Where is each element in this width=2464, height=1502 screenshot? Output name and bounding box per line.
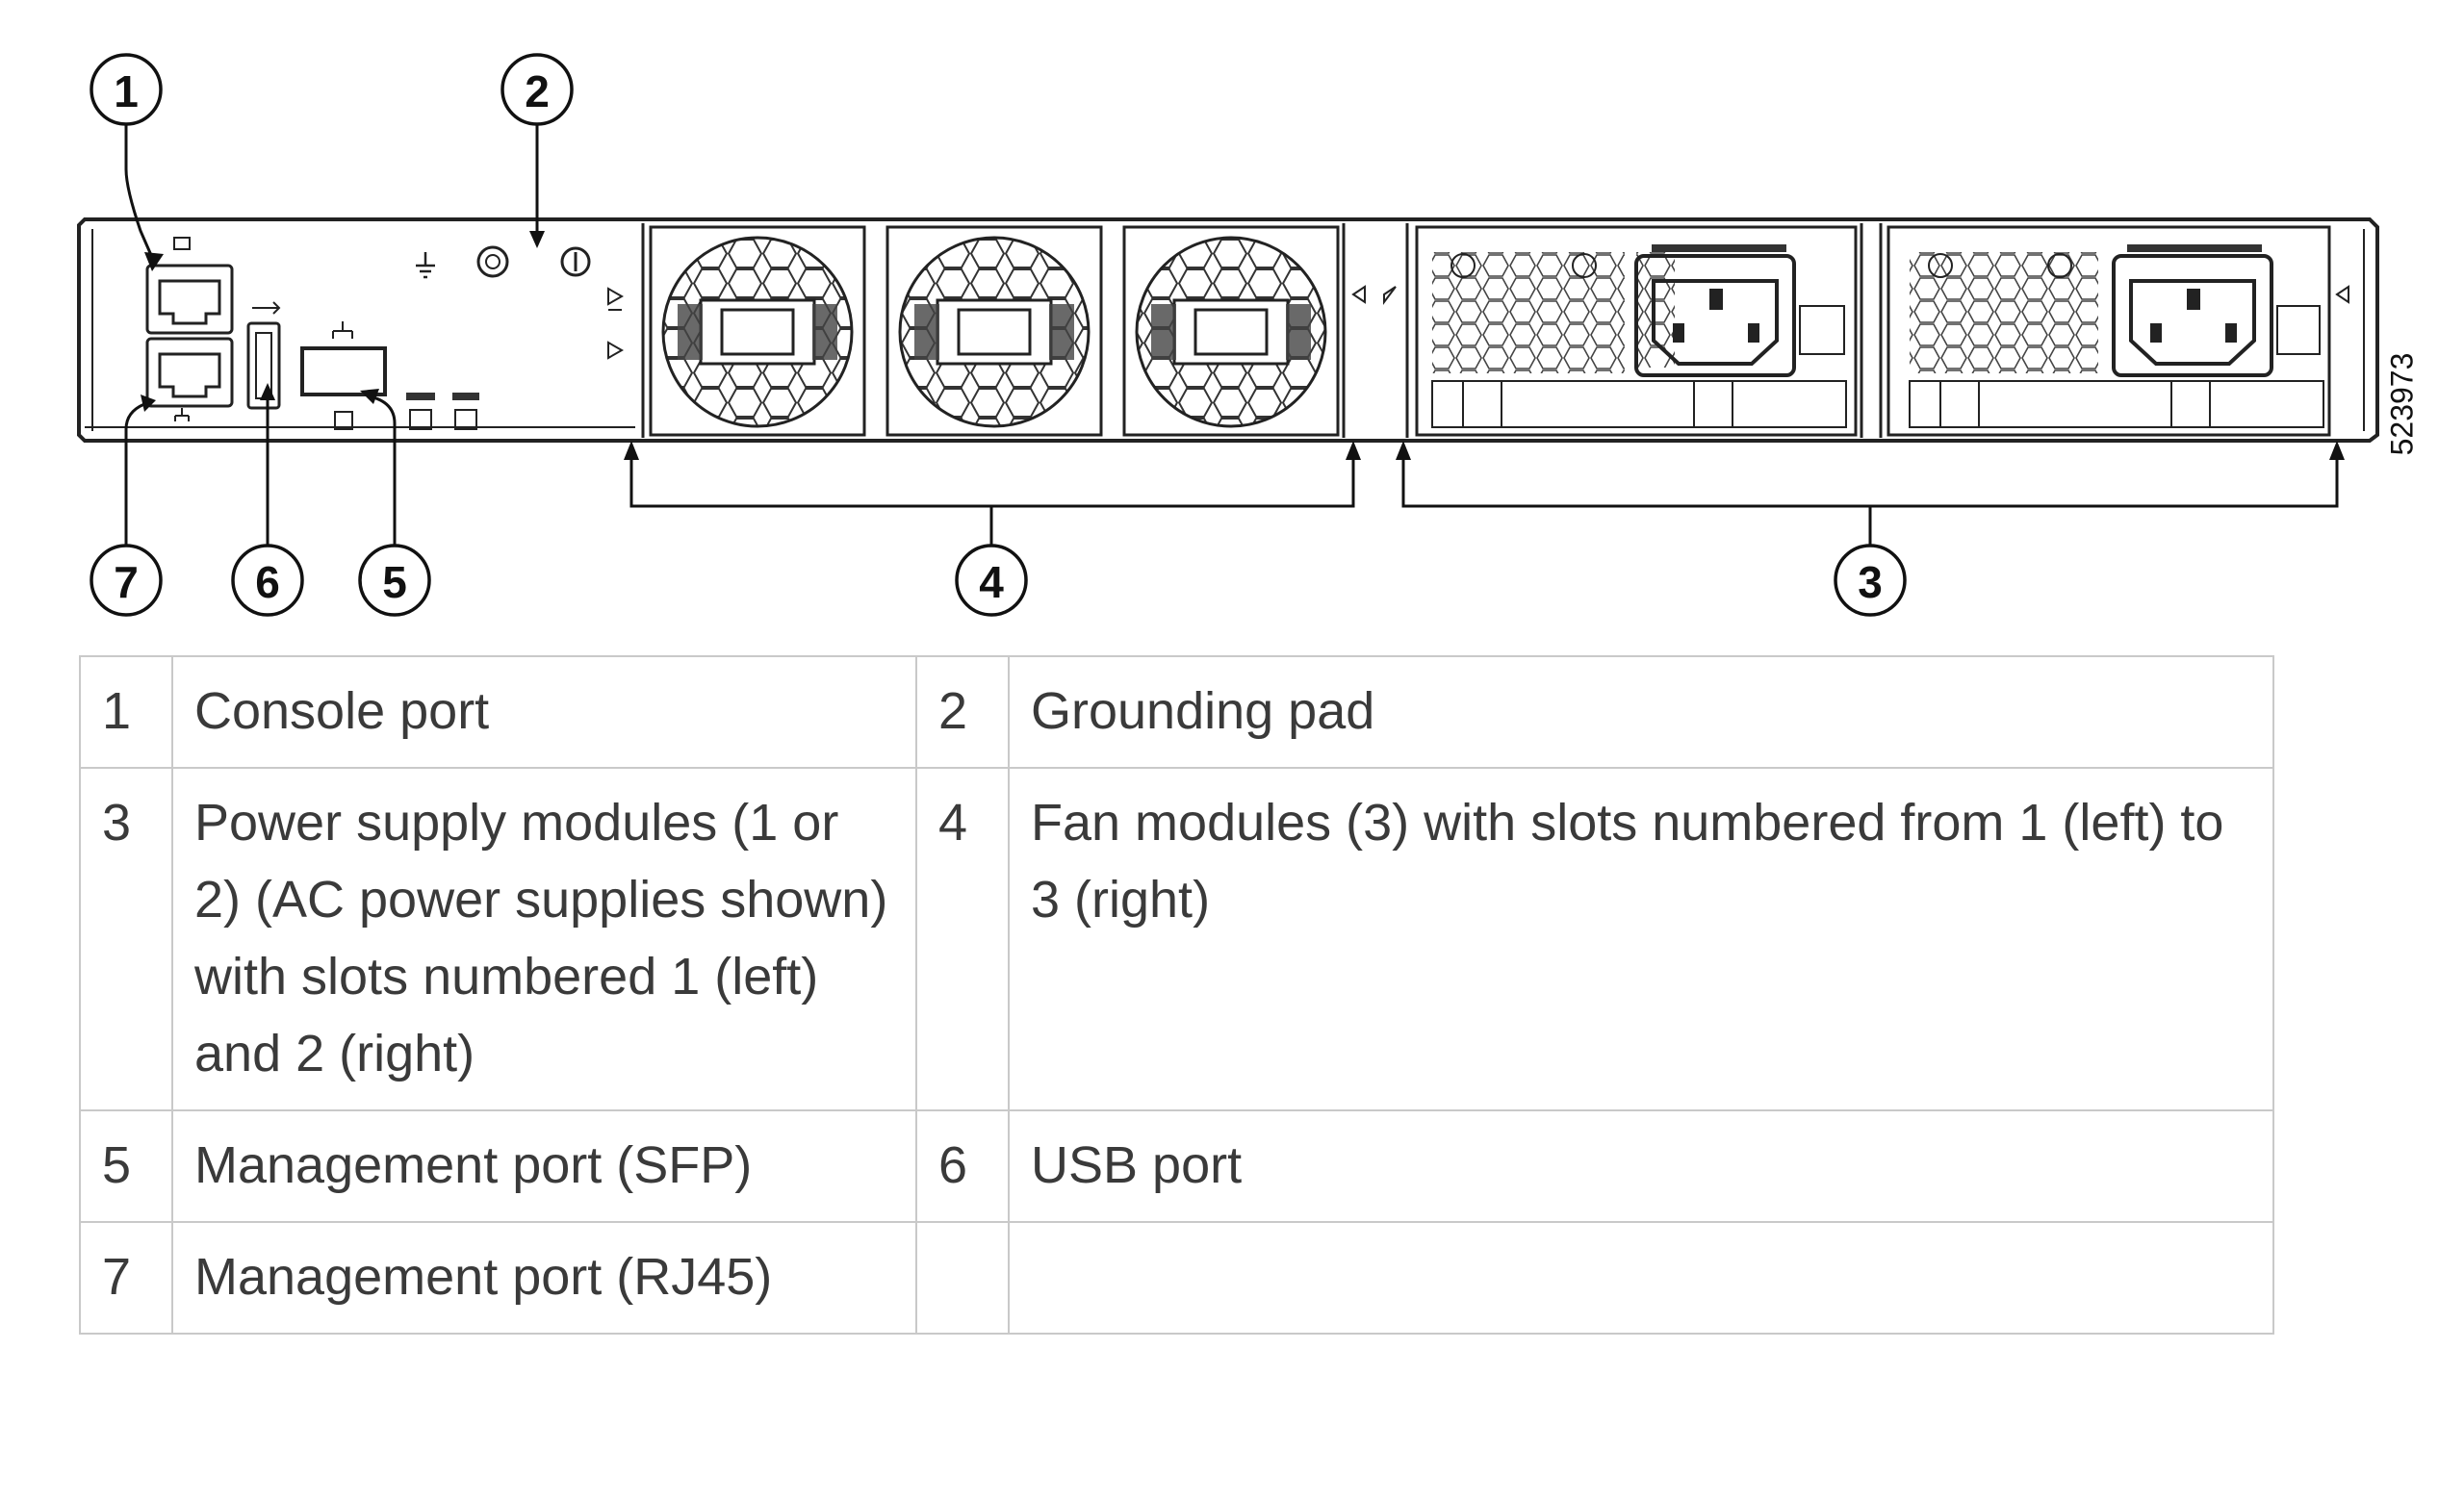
status-leds xyxy=(406,393,479,430)
management-port-sfp xyxy=(300,321,387,430)
callout-1: 1 xyxy=(90,53,163,126)
legend-number: 5 xyxy=(79,1109,173,1223)
legend-description: Grounding pad xyxy=(1008,655,2274,769)
figure-id: 523973 xyxy=(2384,352,2420,456)
switch-rear-panel-diagram: 1 2 3 4 5 6 7 xyxy=(77,53,2379,617)
legend-number: 4 xyxy=(915,767,1010,1111)
legend-description: Management port (RJ45) xyxy=(171,1221,917,1335)
legend-number: 7 xyxy=(79,1221,173,1335)
legend-description: Console port xyxy=(171,655,917,769)
legend-number: 2 xyxy=(915,655,1010,769)
legend-description: Power supply modules (1 or 2) (AC power … xyxy=(171,767,917,1111)
legend-number: 6 xyxy=(915,1109,1010,1223)
table-row: 7 Management port (RJ45) xyxy=(79,1221,2274,1335)
callout-6: 6 xyxy=(231,544,304,617)
callout-7: 7 xyxy=(90,544,163,617)
legend-number: 1 xyxy=(79,655,173,769)
legend-description xyxy=(1008,1221,2274,1335)
svg-text:2: 2 xyxy=(525,66,550,116)
power-supply-1 xyxy=(1415,225,1858,437)
management-port-rj45 xyxy=(145,337,234,421)
svg-text:5: 5 xyxy=(382,557,407,607)
leader-lines xyxy=(124,119,2345,545)
legend-description: USB port xyxy=(1008,1109,2274,1223)
power-supply-2 xyxy=(1886,225,2331,437)
legend-number: 3 xyxy=(79,767,173,1111)
legend-description: Management port (SFP) xyxy=(171,1109,917,1223)
table-row: 1 Console port 2 Grounding pad xyxy=(79,655,2274,769)
svg-text:3: 3 xyxy=(1858,557,1883,607)
callout-4: 4 xyxy=(955,544,1028,617)
table-row: 3 Power supply modules (1 or 2) (AC powe… xyxy=(79,767,2274,1111)
legend-table: 1 Console port 2 Grounding pad 3 Power s… xyxy=(79,655,2274,1335)
svg-text:7: 7 xyxy=(114,557,139,607)
console-port xyxy=(145,237,234,335)
legend-number xyxy=(915,1221,1010,1335)
svg-text:4: 4 xyxy=(979,557,1004,607)
table-row: 5 Management port (SFP) 6 USB port xyxy=(79,1109,2274,1223)
chassis xyxy=(77,217,2379,443)
io-area xyxy=(145,237,625,430)
callout-2: 2 xyxy=(500,53,574,126)
callout-3: 3 xyxy=(1834,544,1907,617)
grounding-pad xyxy=(416,245,591,279)
svg-text:1: 1 xyxy=(114,66,139,116)
fan-module-1 xyxy=(649,225,866,437)
fan-module-2 xyxy=(886,225,1103,437)
svg-text:6: 6 xyxy=(255,557,280,607)
callout-5: 5 xyxy=(358,544,431,617)
power-supply-modules xyxy=(1415,223,2349,438)
fan-module-3 xyxy=(1122,225,1340,437)
legend-description: Fan modules (3) with slots numbered from… xyxy=(1008,767,2274,1111)
fan-modules xyxy=(641,223,1409,438)
